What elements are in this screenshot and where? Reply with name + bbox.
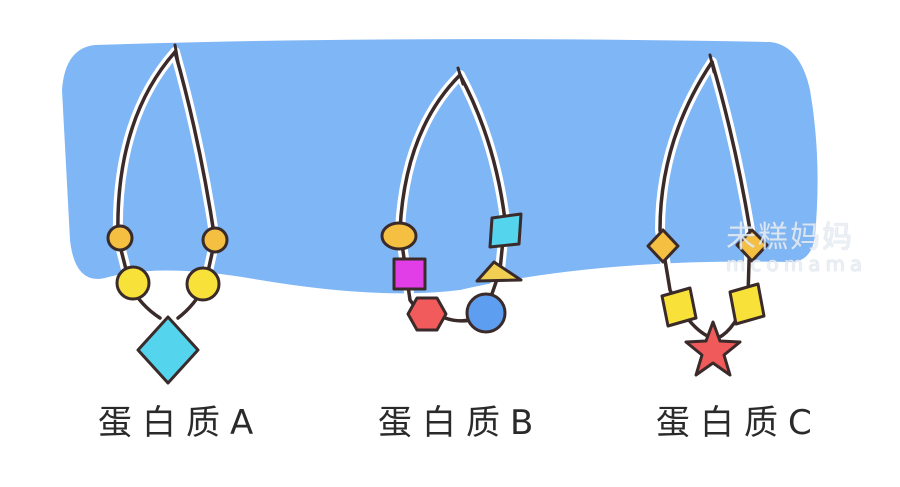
label-protein-c: 蛋白质C (656, 403, 822, 443)
blue-backdrop (62, 39, 818, 294)
label-protein-b: 蛋白质B (378, 403, 544, 443)
label-protein-a: 蛋白质A (98, 403, 264, 443)
necklace-a (112, 43, 221, 323)
watermark-en: mcomama (726, 252, 868, 276)
necklace-b-beads (380, 212, 523, 334)
necklace-a-beads (106, 224, 229, 385)
watermark-cn: 未糕妈妈 (726, 220, 854, 255)
watermark: 未糕妈妈 mcomama (726, 212, 867, 276)
necklace-c (654, 53, 756, 343)
necklace-c-beads (646, 228, 769, 377)
